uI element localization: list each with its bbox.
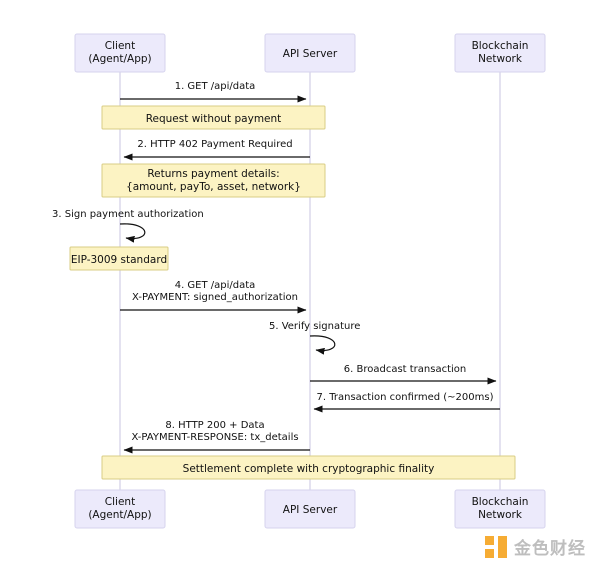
participant-label-blockchain-bottom-line1: Blockchain bbox=[472, 496, 529, 508]
message-label-5: 5. Verify signature bbox=[269, 321, 360, 332]
note-eip3009 bbox=[69, 246, 169, 271]
participant-label-blockchain-top-line1: Blockchain bbox=[472, 40, 529, 52]
participant-box-blockchain-top[interactable] bbox=[454, 33, 546, 73]
message-self-loop-3 bbox=[119, 223, 146, 243]
note-payment-details-line2: {amount, payTo, asset, network} bbox=[126, 181, 301, 193]
message-label-1: 1. GET /api/data bbox=[175, 81, 256, 92]
participant-box-client-top[interactable] bbox=[74, 33, 166, 73]
participant-box-client-bottom[interactable] bbox=[74, 489, 166, 529]
message-label-8-line2: X-PAYMENT-RESPONSE: tx_details bbox=[131, 432, 298, 443]
participant-label-client-top-line2: (Agent/App) bbox=[88, 53, 151, 65]
message-label-4-line2: X-PAYMENT: signed_authorization bbox=[132, 292, 298, 303]
participant-label-blockchain-bottom-line2: Network bbox=[478, 509, 523, 521]
note-eip3009-label: EIP-3009 standard bbox=[71, 254, 167, 266]
note-request-without-payment bbox=[101, 105, 326, 130]
participant-label-client-bottom-line1: Client bbox=[105, 496, 135, 508]
note-settlement bbox=[101, 455, 516, 480]
message-label-4-line1: 4. GET /api/data bbox=[175, 280, 256, 291]
watermark: 金色财经 bbox=[485, 534, 586, 559]
message-label-6: 6. Broadcast transaction bbox=[344, 364, 467, 375]
watermark-text: 金色财经 bbox=[514, 539, 586, 559]
message-label-7: 7. Transaction confirmed (~200ms) bbox=[317, 392, 494, 403]
note-payment-details bbox=[101, 163, 326, 198]
participant-box-blockchain-bottom[interactable] bbox=[454, 489, 546, 529]
message-label-8-line1: 8. HTTP 200 + Data bbox=[165, 420, 264, 431]
participant-label-client-top-line1: Client bbox=[105, 40, 135, 52]
participant-label-api-server-bottom: API Server bbox=[283, 504, 338, 516]
participant-label-blockchain-top-line2: Network bbox=[478, 53, 523, 65]
participant-box-api-server-bottom[interactable] bbox=[264, 489, 356, 529]
watermark-logo-icon bbox=[485, 535, 507, 558]
note-request-without-payment-label: Request without payment bbox=[146, 113, 282, 125]
message-self-loop-5 bbox=[309, 335, 336, 355]
participant-box-api-server-top[interactable] bbox=[264, 33, 356, 73]
message-label-2: 2. HTTP 402 Payment Required bbox=[137, 139, 292, 150]
participant-label-client-bottom-line2: (Agent/App) bbox=[88, 509, 151, 521]
note-payment-details-line1: Returns payment details: bbox=[147, 168, 279, 180]
message-label-3: 3. Sign payment authorization bbox=[52, 209, 204, 220]
participant-label-api-server-top: API Server bbox=[283, 48, 338, 60]
note-settlement-label: Settlement complete with cryptographic f… bbox=[183, 463, 435, 475]
